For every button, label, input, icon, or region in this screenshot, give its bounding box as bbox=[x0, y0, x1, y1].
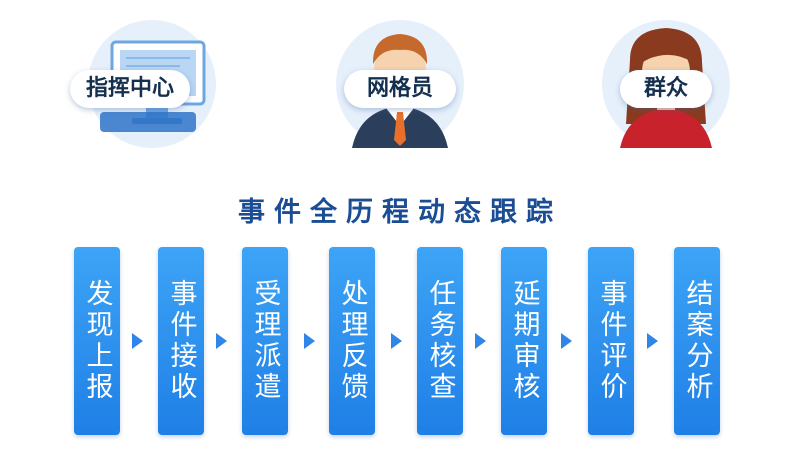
arrow-right-icon bbox=[304, 333, 315, 349]
step-label: 任务核查 bbox=[424, 279, 456, 403]
arrow-right-icon bbox=[475, 333, 486, 349]
flow-title: 事件全历程动态跟踪 bbox=[238, 197, 562, 228]
step-8: 结案分析 bbox=[674, 247, 720, 435]
step-label: 受理派遣 bbox=[249, 279, 281, 403]
step-label: 发现上报 bbox=[81, 279, 113, 403]
role-command-center: 指挥中心 bbox=[40, 0, 240, 160]
step-4: 处理反馈 bbox=[329, 247, 375, 435]
role-label-command-center: 指挥中心 bbox=[70, 70, 190, 108]
step-3: 受理派遣 bbox=[242, 247, 288, 435]
step-2: 事件接收 bbox=[158, 247, 204, 435]
role-label-grid-worker: 网格员 bbox=[344, 70, 456, 108]
step-7: 事件评价 bbox=[588, 247, 634, 435]
role-label-public: 群众 bbox=[620, 70, 712, 108]
step-label: 事件评价 bbox=[595, 279, 627, 403]
arrow-right-icon bbox=[216, 333, 227, 349]
step-label: 结案分析 bbox=[681, 279, 713, 403]
role-public: 群众 bbox=[570, 0, 770, 160]
step-6: 延期审核 bbox=[501, 247, 547, 435]
role-grid-worker: 网格员 bbox=[300, 0, 500, 160]
arrow-right-icon bbox=[561, 333, 572, 349]
step-label: 延期审核 bbox=[508, 279, 540, 403]
step-1: 发现上报 bbox=[74, 247, 120, 435]
arrow-right-icon bbox=[391, 333, 402, 349]
step-label: 事件接收 bbox=[165, 279, 197, 403]
step-5: 任务核查 bbox=[417, 247, 463, 435]
arrow-right-icon bbox=[647, 333, 658, 349]
step-label: 处理反馈 bbox=[336, 279, 368, 403]
arrow-right-icon bbox=[132, 333, 143, 349]
